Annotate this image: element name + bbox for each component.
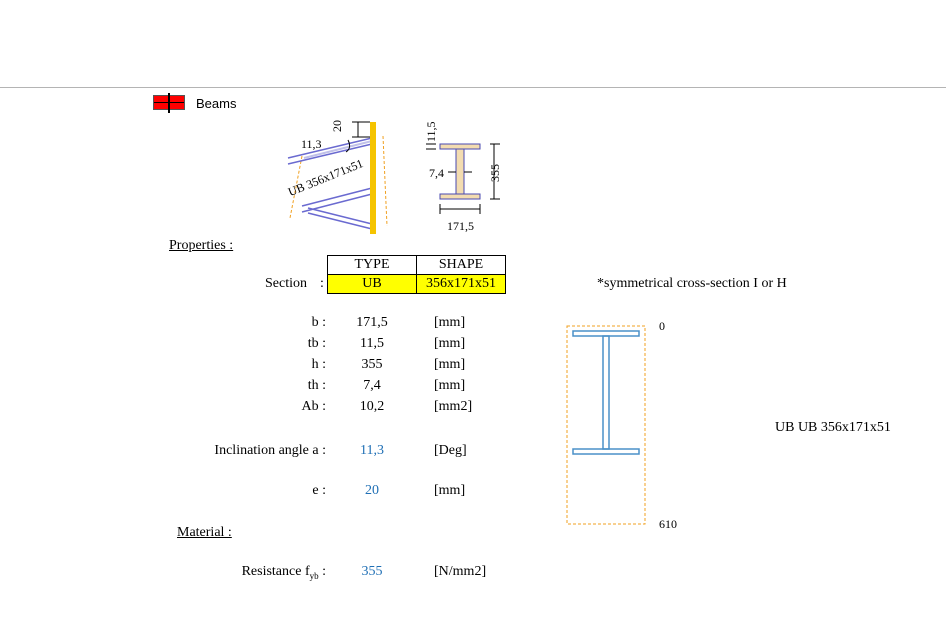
diagram-h-label: 355 (488, 164, 502, 182)
inclination-unit: [Deg] (434, 443, 467, 458)
preview-caption: UB UB 356x171x51 (775, 420, 891, 435)
beams-icon (153, 93, 185, 113)
prop-tb-unit: [mm] (434, 336, 466, 351)
diagram-e-label: 20 (330, 120, 344, 132)
prop-b-label: b : (311, 315, 326, 330)
prop-h-unit: [mm] (434, 357, 466, 372)
lower-member-line (301, 187, 373, 207)
i-section-sketch (426, 143, 500, 214)
diagram-b-label: 171,5 (447, 219, 474, 233)
diagram-angle-label: 11,3 (301, 137, 322, 151)
preview-bottom-value: 610 (659, 517, 677, 531)
prop-th-value: 7,4 (363, 378, 381, 393)
prop-b-unit: [mm] (434, 315, 466, 330)
inclination-label: Inclination angle a : (214, 443, 326, 458)
section-preview (566, 325, 646, 525)
prop-h-value: 355 (361, 357, 383, 372)
vertical-beam (370, 122, 376, 234)
inclination-input[interactable]: 11,3 (360, 443, 384, 458)
diagram-tw-label: 7,4 (429, 166, 444, 180)
shape-header: SHAPE (416, 255, 506, 275)
type-select[interactable]: UB (327, 274, 417, 294)
prop-b-value: 171,5 (356, 315, 388, 330)
shape-select[interactable]: 356x171x51 (416, 274, 506, 294)
e-unit: [mm] (434, 483, 466, 498)
resistance-label: Resistance fyb : (241, 564, 326, 581)
beams-label: Beams (196, 96, 237, 111)
diagram-tb-label: 11,5 (424, 121, 438, 142)
e-label: e : (312, 483, 326, 498)
top-divider (0, 87, 946, 88)
type-header: TYPE (327, 255, 417, 275)
prop-ab-unit: [mm2] (434, 399, 473, 414)
dashed-line-left (289, 155, 303, 219)
resistance-unit: [N/mm2] (434, 564, 487, 579)
prop-h-label: h : (311, 357, 326, 372)
lower-member-line (307, 212, 373, 230)
e-input[interactable]: 20 (365, 483, 379, 498)
properties-title: Properties : (169, 238, 234, 253)
section-colon: : (320, 276, 324, 291)
prop-tb-label: tb : (307, 336, 326, 351)
prop-th-unit: [mm] (434, 378, 466, 393)
connection-diagram (287, 121, 500, 234)
resistance-input[interactable]: 355 (361, 564, 383, 579)
upper-member-line (287, 143, 373, 165)
section-label: Section (265, 276, 307, 291)
preview-i-profile (572, 330, 640, 455)
preview-top-value: 0 (659, 319, 665, 333)
dashed-line-right (382, 135, 388, 227)
symmetric-note: *symmetrical cross-section I or H (597, 276, 787, 291)
prop-th-label: th : (307, 378, 326, 393)
upper-member-line (287, 137, 373, 159)
angle-arc (345, 139, 351, 153)
section-table: TYPE SHAPE UB 356x171x51 (327, 255, 506, 294)
preview-frame (566, 325, 646, 525)
upper-member-fill (303, 140, 373, 159)
prop-tb-value: 11,5 (360, 336, 384, 351)
lower-member-line (307, 207, 373, 225)
material-title: Material : (177, 525, 232, 540)
prop-ab-value: 10,2 (359, 399, 385, 414)
prop-ab-label: Ab : (301, 399, 327, 414)
